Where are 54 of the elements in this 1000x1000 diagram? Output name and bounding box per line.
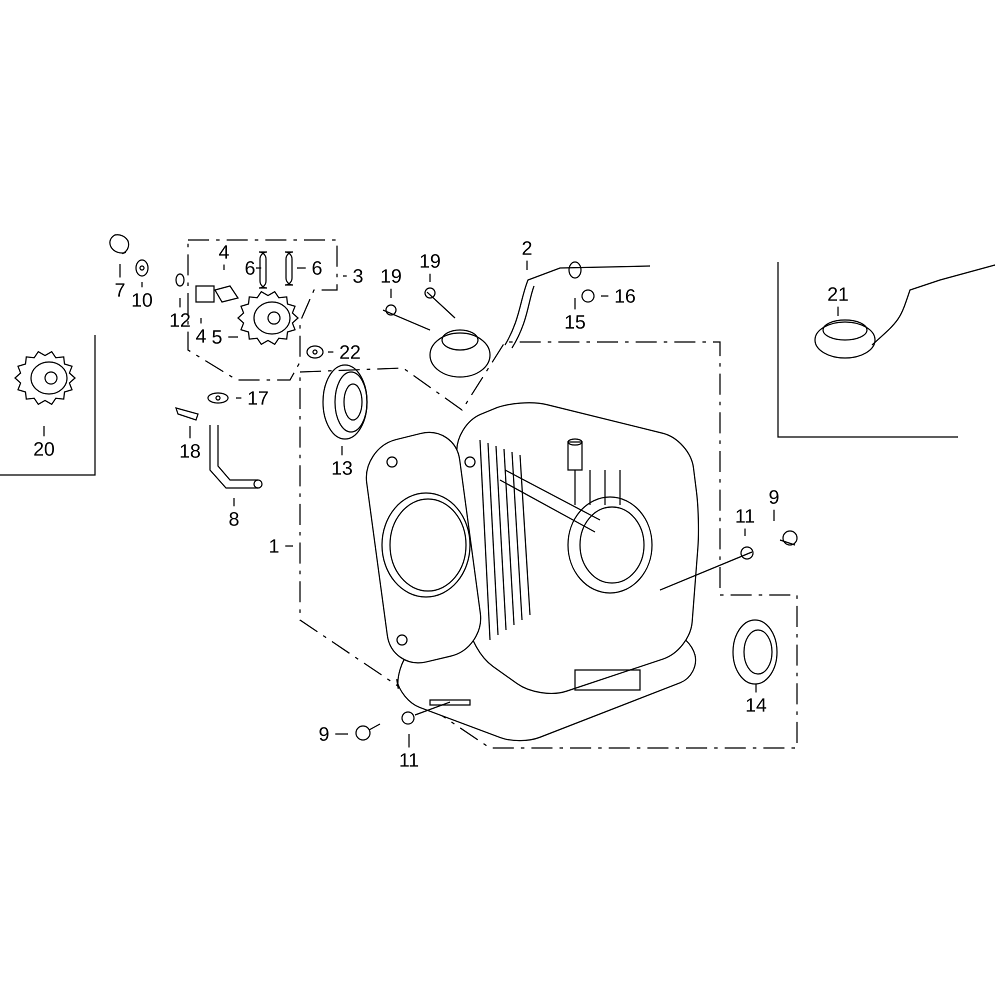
- callout-number: 16: [616, 289, 635, 303]
- callout-number: 13: [332, 461, 352, 475]
- callout-number: 3: [353, 269, 363, 283]
- leader-line: [744, 528, 746, 536]
- leader-line: [189, 426, 191, 438]
- leader-line: [574, 298, 576, 310]
- callout-number: 21: [828, 287, 848, 301]
- callout-number: 8: [229, 512, 239, 526]
- leader-line: [236, 397, 242, 399]
- leader-line: [228, 336, 238, 338]
- callout-number: 7: [116, 283, 124, 297]
- callout-number: 22: [340, 345, 360, 359]
- leader-line: [773, 510, 775, 521]
- callout-number: 1: [270, 539, 278, 553]
- callout-number: 17: [248, 391, 268, 405]
- leader-line: [297, 267, 306, 269]
- leader-line: [755, 684, 757, 692]
- callout-number: 4: [196, 329, 206, 343]
- callout-number: 9: [320, 727, 328, 741]
- callout-number: 2: [522, 241, 532, 255]
- callout-number: 14: [746, 698, 766, 712]
- leader-line: [233, 498, 235, 506]
- leader-line: [179, 298, 181, 308]
- callout-number: 9: [770, 490, 778, 504]
- callout-number: 4: [219, 245, 229, 259]
- callout-number: 15: [566, 315, 585, 329]
- leader-line: [341, 446, 343, 456]
- callout-number: 19: [420, 254, 440, 268]
- leader-line: [335, 733, 348, 735]
- callout-number: 5: [212, 330, 222, 344]
- leader-line: [601, 295, 608, 297]
- callout-number: 11: [400, 753, 418, 767]
- leader-line: [408, 734, 410, 748]
- leader-line: [328, 351, 334, 353]
- callout-number: 6: [246, 261, 255, 275]
- leader-line: [526, 260, 528, 270]
- callout-number: 6: [312, 261, 322, 275]
- callout-number: 19: [382, 269, 401, 283]
- leader-line: [43, 426, 45, 436]
- leader-line: [837, 306, 839, 316]
- callout-number: 20: [34, 442, 54, 456]
- leader-line: [429, 274, 431, 282]
- leader-line: [141, 282, 143, 288]
- leader-line: [256, 267, 262, 269]
- callout-number: 18: [180, 444, 200, 458]
- callout-number: 11: [736, 509, 754, 523]
- leader-line: [119, 264, 121, 278]
- leader-line: [285, 545, 293, 547]
- leader-line: [343, 275, 347, 277]
- leader-line: [223, 264, 225, 270]
- callout-number: 10: [132, 293, 152, 307]
- leader-line: [390, 288, 392, 298]
- callout-number: 12: [170, 313, 190, 327]
- leader-line: [200, 318, 202, 324]
